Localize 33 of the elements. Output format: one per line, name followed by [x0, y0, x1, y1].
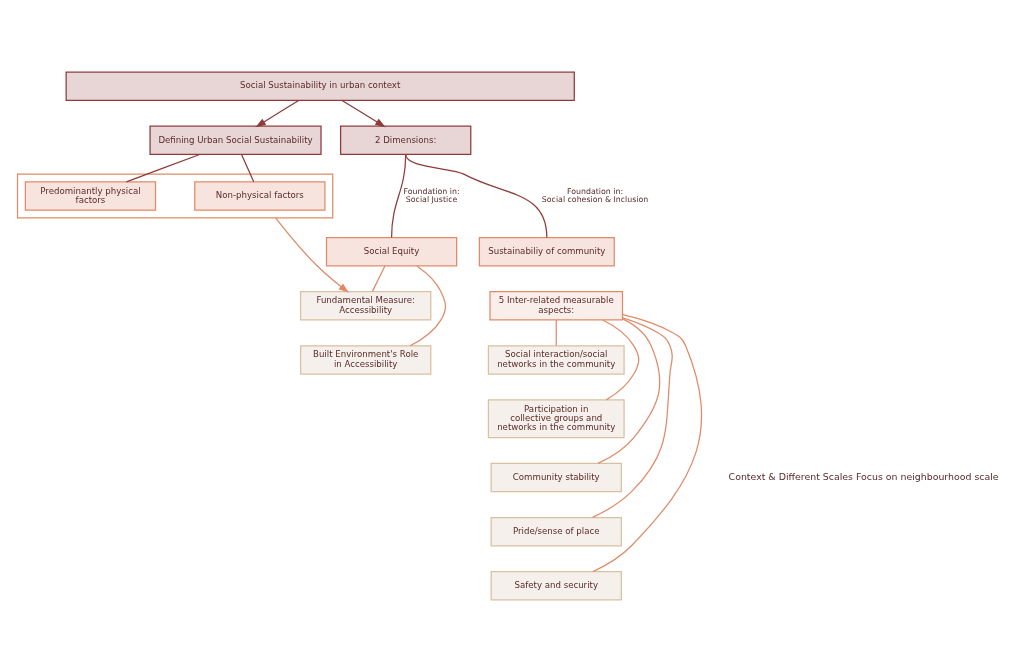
node-box: Community stability — [490, 462, 622, 493]
node-box: Social Sustainability in urban context — [65, 71, 575, 101]
connector — [371, 265, 386, 292]
connector — [597, 318, 661, 464]
label: Context & Different Scales Focus on neighbourhood scale — [728, 470, 999, 482]
connector — [125, 153, 201, 183]
edge-label: Foundation in: Social cohesion & Inclusion — [541, 186, 649, 205]
node-box: Social interaction/social networks in the community — [487, 345, 625, 375]
connector — [409, 265, 447, 347]
node-box: Defining Urban Social Sustainability — [149, 125, 322, 156]
connector — [555, 319, 557, 347]
edge-label: Foundation in: Social Justice — [403, 186, 460, 205]
node-box: Sustainabiliy of community — [478, 236, 615, 267]
arrow — [341, 99, 386, 128]
node-box: Participation in collective groups and networks in the community — [487, 399, 625, 439]
connector — [592, 314, 703, 573]
connector — [602, 319, 640, 401]
connector — [240, 153, 255, 183]
connector — [405, 153, 548, 239]
node-box: Pride/sense of place — [490, 516, 622, 547]
node-box: Social Equity — [325, 236, 458, 267]
cluster — [16, 173, 334, 219]
node-box: Predominantly physical factors — [24, 181, 157, 211]
node-box: Built Environment's Role in Accessibility — [300, 345, 432, 375]
node-box: Non-physical factors — [194, 181, 326, 211]
node-box: 2 Dimensions: — [340, 125, 472, 156]
node-box: 5 Inter-related measurable aspects: — [489, 291, 624, 321]
connector — [390, 153, 407, 239]
node-box: Fundamental Measure: Accessibility — [300, 291, 432, 321]
node-box: Safety and security — [490, 571, 622, 601]
arrow — [255, 99, 300, 128]
connector — [591, 317, 673, 519]
arrow — [275, 217, 349, 293]
